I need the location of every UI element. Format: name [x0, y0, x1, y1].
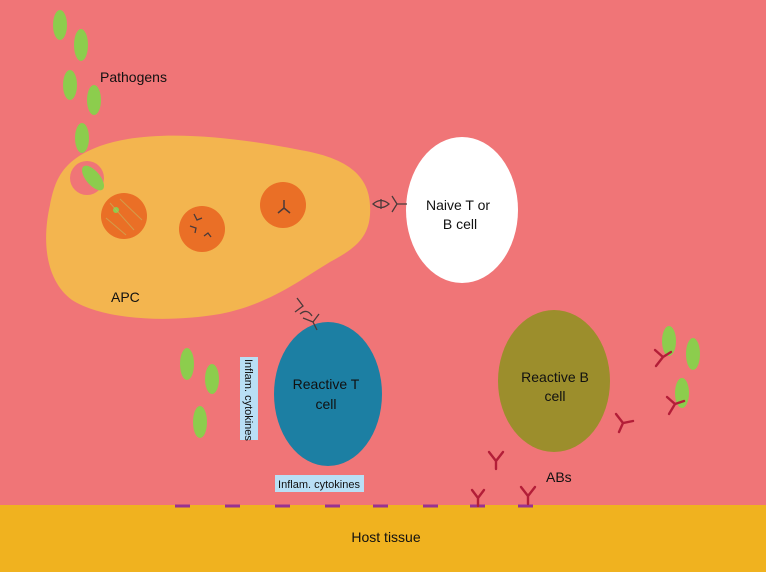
pathogens-group — [53, 10, 105, 191]
pathogen — [193, 406, 207, 438]
pathogen — [205, 364, 219, 394]
antibody — [614, 412, 635, 434]
pathogen — [63, 70, 77, 100]
inflam-cytokines-horizontal-bg — [275, 475, 364, 492]
antibody — [487, 450, 505, 471]
vesicle-1 — [101, 193, 147, 239]
inflam-cytokines-horizontal-label: Inflam. cytokines — [278, 479, 360, 491]
host-tissue-band — [0, 505, 766, 572]
inflam-cytokines-vertical-bg — [240, 357, 258, 440]
antibody — [519, 485, 537, 506]
pathogens-b-group — [662, 326, 700, 408]
host-tissue-label: Host tissue — [351, 529, 420, 545]
antibody — [653, 348, 673, 368]
pathogen — [686, 338, 700, 370]
pathogen — [75, 123, 89, 153]
naive-cell-label-line2: B cell — [443, 216, 477, 232]
pathogen — [675, 378, 689, 408]
pathogen — [662, 326, 676, 356]
receptor-apc-t — [294, 297, 320, 331]
naive-cell — [406, 137, 518, 283]
antibodies-group — [470, 348, 686, 508]
reactive-t-label-line2: cell — [315, 396, 336, 412]
reactive-b-label-line1: Reactive B — [521, 369, 589, 385]
naive-cell-label-line1: Naive T or — [426, 197, 490, 213]
vesicle-3 — [260, 182, 306, 228]
pathogens-label: Pathogens — [100, 69, 167, 85]
pathogen — [180, 348, 194, 380]
pathogen — [74, 29, 88, 61]
pathogen — [81, 165, 105, 191]
abs-label: ABs — [546, 469, 572, 485]
reactive-b-cell — [498, 310, 610, 452]
reactive-t-label-line1: Reactive T — [293, 376, 360, 392]
antibody — [470, 488, 486, 508]
reactive-t-cell — [274, 322, 382, 466]
pathogen — [53, 10, 67, 40]
reactive-b-label-line2: cell — [544, 388, 565, 404]
pathogens-t-group — [180, 348, 219, 438]
inflam-cytokines-vertical-label: Inflam. cytokines — [242, 359, 254, 441]
antibody — [665, 395, 686, 416]
pathogen — [87, 85, 101, 115]
apc-label: APC — [111, 289, 140, 305]
vesicle-2 — [179, 206, 225, 252]
receptor-apc-naive — [372, 195, 407, 213]
